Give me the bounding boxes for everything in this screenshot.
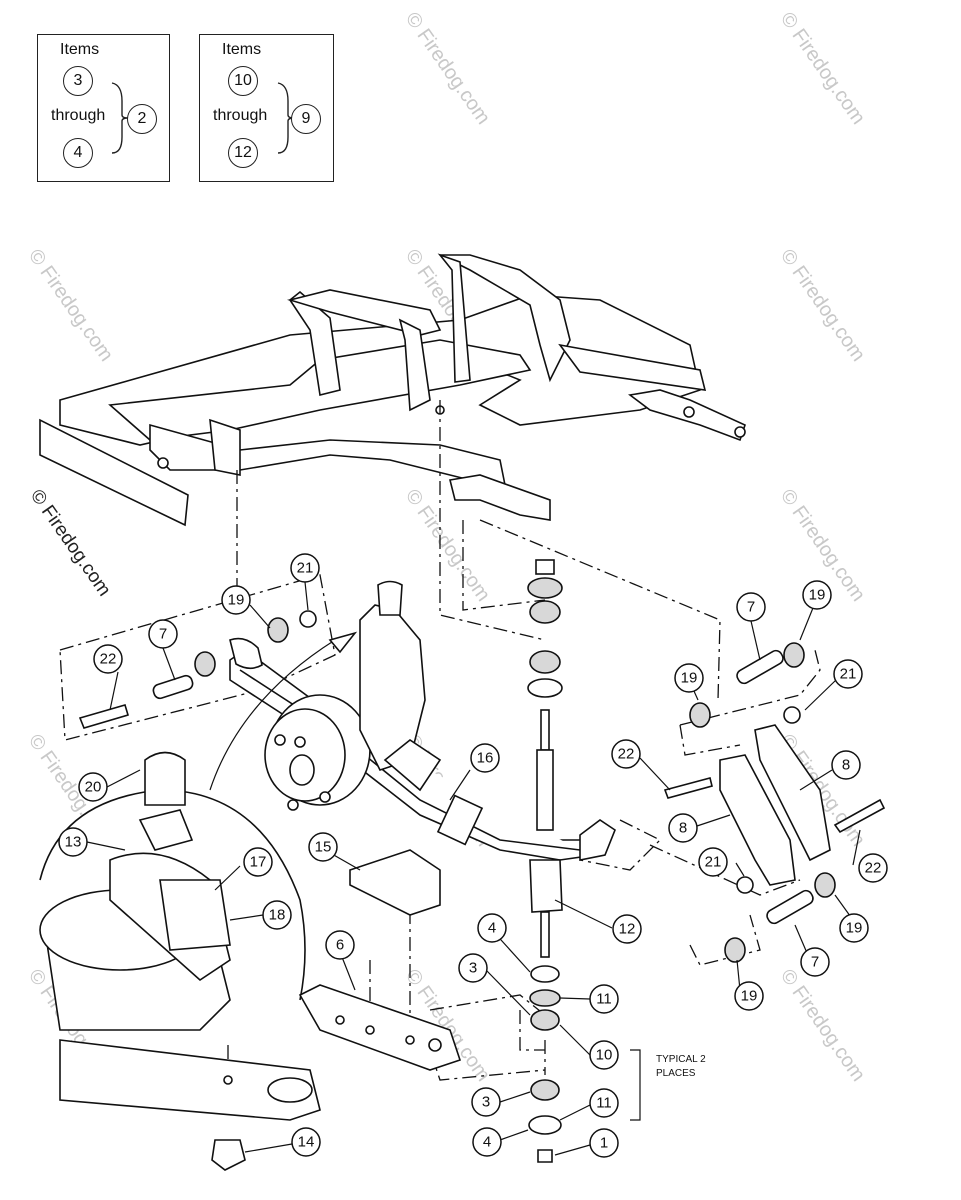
callout-19-lower-right: 19 (839, 913, 869, 943)
callout-7-lower-right: 7 (800, 947, 830, 977)
legend-item-to: 12 (228, 138, 258, 168)
svg-text:10: 10 (596, 1047, 613, 1064)
callout-21-upper-right: 21 (833, 659, 863, 689)
callout-10: 10 (589, 1040, 619, 1070)
callout-22-left: 22 (93, 644, 123, 674)
callout-4-lower: 4 (472, 1127, 502, 1157)
svg-text:4: 4 (483, 1134, 491, 1151)
svg-text:16: 16 (477, 750, 494, 767)
callout-17: 17 (243, 847, 273, 877)
callout-3-upper: 3 (458, 953, 488, 983)
callout-19-left: 19 (221, 585, 251, 615)
svg-text:11: 11 (596, 1095, 612, 1112)
legend-through-label: through (51, 107, 106, 124)
svg-text:20: 20 (85, 779, 102, 796)
assembly-lines (59, 400, 821, 1081)
svg-text:11: 11 (596, 991, 612, 1008)
watermark: © Firedog.com (401, 8, 494, 128)
watermark: © Firedog.com (776, 965, 869, 1085)
legend-item-from: 3 (63, 66, 93, 96)
svg-text:19: 19 (681, 670, 698, 687)
chassis-frame (39, 253, 746, 527)
svg-text:13: 13 (65, 834, 82, 851)
callout-1: 1 (589, 1128, 619, 1158)
svg-text:12: 12 (619, 921, 636, 938)
svg-text:4: 4 (488, 920, 496, 937)
svg-text:7: 7 (747, 599, 755, 616)
svg-text:22: 22 (100, 651, 117, 668)
svg-text:21: 21 (840, 666, 857, 683)
svg-text:19: 19 (846, 920, 863, 937)
callout-15: 15 (308, 832, 338, 862)
callout-12: 12 (612, 914, 642, 944)
callout-22-mid: 22 (611, 739, 641, 769)
callout-11-lower: 11 (589, 1088, 619, 1118)
callout-7-left: 7 (148, 619, 178, 649)
legend-box-items-3-4: Items 3 through 4 2 (37, 34, 170, 182)
callout-20: 20 (78, 772, 108, 802)
watermark: © Firedog.com (401, 485, 494, 605)
svg-text:7: 7 (159, 626, 167, 643)
callout-3-lower: 3 (471, 1087, 501, 1117)
legend-title: Items (60, 41, 100, 58)
legend-title: Items (222, 41, 262, 58)
svg-text:15: 15 (315, 839, 332, 856)
legend-through-label: through (213, 107, 268, 124)
callout-6: 6 (325, 930, 355, 960)
callout-13: 13 (58, 827, 88, 857)
legend-parent-item: 9 (291, 104, 321, 134)
svg-text:7: 7 (811, 954, 819, 971)
watermark-dark: © Firedog.com (26, 486, 115, 600)
legend-box-items-10-12: Items 10 through 12 9 (199, 34, 334, 182)
callout-14: 14 (291, 1127, 321, 1157)
svg-text:21: 21 (705, 854, 722, 871)
callout-8-right: 8 (831, 750, 861, 780)
svg-text:19: 19 (809, 587, 826, 604)
callout-19-upper-right: 19 (802, 580, 832, 610)
svg-text:21: 21 (297, 560, 314, 577)
legend-item-from: 10 (228, 66, 258, 96)
svg-text:14: 14 (298, 1134, 315, 1151)
svg-text:22: 22 (618, 746, 635, 763)
callout-21-left: 21 (290, 553, 320, 583)
svg-text:22: 22 (865, 860, 882, 877)
callout-19-mid-right: 19 (674, 663, 704, 693)
callout-22-right: 22 (858, 853, 888, 883)
callout-16: 16 (470, 743, 500, 773)
callout-8-left: 8 (668, 813, 698, 843)
watermark: © Firedog.com (776, 245, 869, 365)
svg-text:6: 6 (336, 937, 344, 954)
svg-text:8: 8 (842, 757, 850, 774)
legend-item-to: 4 (63, 138, 93, 168)
svg-text:19: 19 (228, 592, 245, 609)
watermark: © Firedog.com (24, 245, 117, 365)
callout-4-upper: 4 (477, 913, 507, 943)
callout-21-lower-right: 21 (698, 847, 728, 877)
svg-text:1: 1 (600, 1135, 608, 1152)
svg-text:8: 8 (679, 820, 687, 837)
svg-text:17: 17 (250, 854, 267, 871)
note-typical-line2: PLACES (656, 1068, 696, 1079)
leaf-spring-assembly (229, 580, 616, 916)
callout-11-upper: 11 (589, 984, 619, 1014)
svg-text:18: 18 (269, 907, 286, 924)
callout-19-bottom-right: 19 (734, 981, 764, 1011)
svg-text:3: 3 (482, 1094, 490, 1111)
detail-view-bump-stop (39, 631, 462, 1171)
callout-18: 18 (262, 900, 292, 930)
svg-text:19: 19 (741, 988, 758, 1005)
callout-7-upper-right: 7 (736, 592, 766, 622)
watermark: © Firedog.com (776, 8, 869, 128)
legend-parent-item: 2 (127, 104, 157, 134)
note-typical-line1: TYPICAL 2 (656, 1054, 706, 1065)
svg-text:3: 3 (469, 960, 477, 977)
shackle-hardware (78, 610, 886, 963)
